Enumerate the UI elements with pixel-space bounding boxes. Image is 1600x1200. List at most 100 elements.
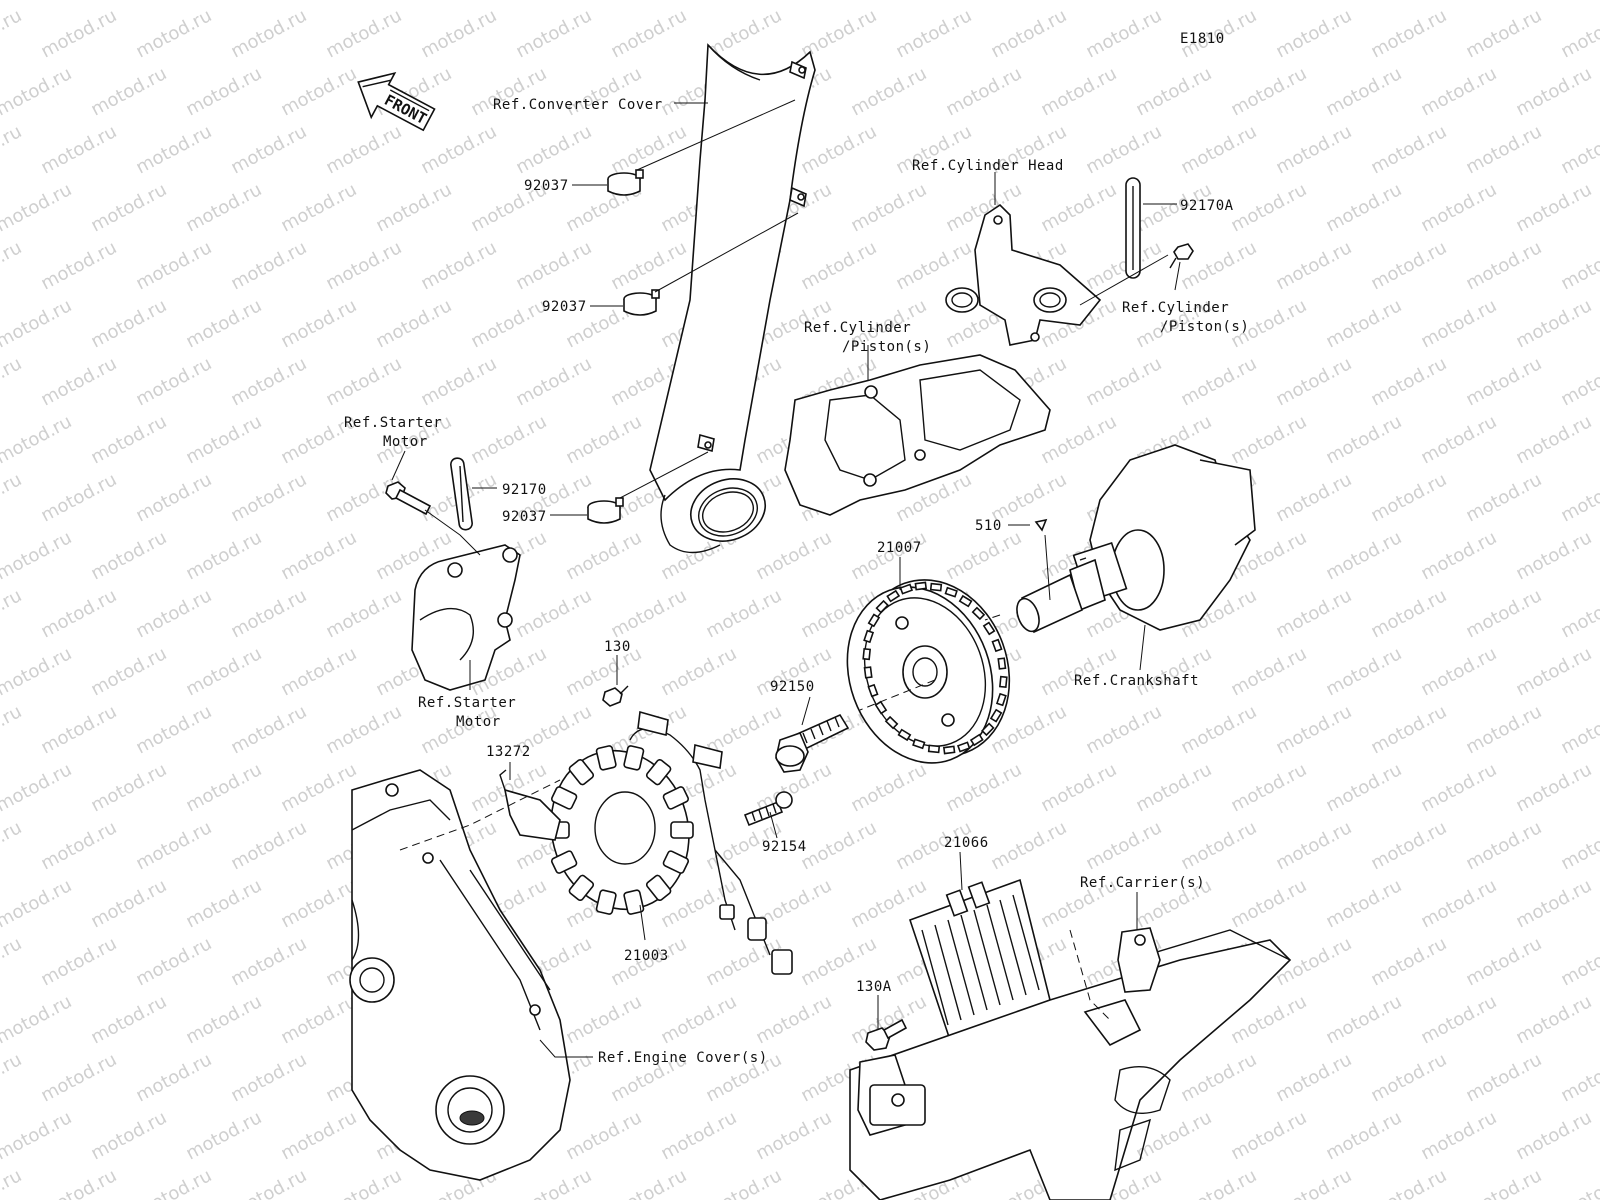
label-ref-starter-top-2[interactable]: Motor (383, 434, 428, 450)
bolt-130-drawing (602, 685, 629, 707)
label-21007[interactable]: 21007 (877, 540, 922, 556)
label-ref-converter-cover[interactable]: Ref.Converter Cover (493, 97, 663, 113)
watermark-text: motod.ru (0, 179, 75, 236)
watermark-text: motod.ru (1417, 179, 1500, 236)
watermark-text: motod.ru (1132, 63, 1215, 120)
label-92037-a[interactable]: 92037 (524, 178, 569, 194)
watermark-text: motod.ru (1132, 643, 1215, 700)
watermark-text: motod.ru (797, 237, 880, 294)
watermark-text: motod.ru (132, 237, 215, 294)
watermark-text: motod.ru (182, 527, 265, 584)
rotor-tooth (944, 586, 958, 598)
watermark-text: motod.ru (0, 991, 75, 1048)
watermark-text: motod.ru (607, 1165, 690, 1200)
label-ref-crankshaft[interactable]: Ref.Crankshaft (1074, 673, 1199, 689)
watermark-text: motod.ru (0, 701, 25, 758)
strap-92170-drawing (450, 457, 473, 531)
watermark-text: motod.ru (1367, 701, 1450, 758)
regulator-fin (934, 924, 962, 1021)
watermark-text: motod.ru (847, 0, 930, 4)
stator-pole (595, 745, 617, 771)
converter-cover-drawing (649, 43, 816, 554)
watermark-text: motod.ru (0, 585, 25, 642)
label-ref-starter-bot-1[interactable]: Ref.Starter (418, 695, 516, 711)
label-ref-cylinder-right-1[interactable]: Ref.Cylinder (1122, 300, 1229, 316)
label-21066[interactable]: 21066 (944, 835, 989, 851)
watermark-text: motod.ru (1557, 701, 1600, 758)
watermark-text: motod.ru (37, 817, 120, 874)
watermark-text: motod.ru (847, 63, 930, 120)
regulator-fin (921, 929, 949, 1026)
watermark-text: motod.ru (227, 5, 310, 62)
rotor-tooth (912, 738, 926, 750)
watermark-text: motod.ru (87, 179, 170, 236)
label-ref-starter-top-1[interactable]: Ref.Starter (344, 415, 442, 431)
label-ref-engine-cover[interactable]: Ref.Engine Cover(s) (598, 1050, 768, 1066)
watermark-text: motod.ru (1557, 1165, 1600, 1200)
watermark-text: motod.ru (1557, 353, 1600, 410)
watermark-text: motod.ru (1322, 759, 1405, 816)
watermark-text: motod.ru (1227, 759, 1310, 816)
label-510[interactable]: 510 (975, 518, 1002, 534)
watermark-text: motod.ru (1557, 817, 1600, 874)
watermark-text: motod.ru (322, 5, 405, 62)
watermark-text: motod.ru (1417, 759, 1500, 816)
watermark-text: motod.ru (1272, 585, 1355, 642)
label-92037-c[interactable]: 92037 (502, 509, 547, 525)
label-21003[interactable]: 21003 (624, 948, 669, 964)
watermark-text: motod.ru (227, 1165, 310, 1200)
watermark-text: motod.ru (1367, 933, 1450, 990)
watermark-text: motod.ru (1082, 121, 1165, 178)
rotor-tooth (867, 613, 881, 628)
label-ref-cylinder-mid-2[interactable]: /Piston(s) (842, 339, 931, 355)
watermark-text: motod.ru (277, 179, 360, 236)
label-ref-starter-bot-2[interactable]: Motor (456, 714, 501, 730)
watermark-text: motod.ru (182, 63, 265, 120)
watermark-text: motod.ru (1512, 179, 1595, 236)
watermark-text: motod.ru (1367, 469, 1450, 526)
label-92170a[interactable]: 92170A (1180, 198, 1234, 214)
watermark-text: motod.ru (132, 5, 215, 62)
watermark-text: motod.ru (847, 179, 930, 236)
watermark-text: motod.ru (0, 63, 75, 120)
watermark-text: motod.ru (132, 353, 215, 410)
engine-cover-drawing (349, 769, 571, 1181)
watermark-text: motod.ru (1417, 643, 1500, 700)
label-ref-cylinder-right-2[interactable]: /Piston(s) (1160, 319, 1249, 335)
label-92150[interactable]: 92150 (770, 679, 815, 695)
label-ref-carrier[interactable]: Ref.Carrier(s) (1080, 875, 1205, 891)
watermark-text: motod.ru (1462, 817, 1545, 874)
watermark-text: motod.ru (847, 759, 930, 816)
regulator-fin (999, 899, 1027, 996)
watermark-text: motod.ru (37, 5, 120, 62)
label-13272[interactable]: 13272 (486, 744, 531, 760)
label-ref-cylinder-head[interactable]: Ref.Cylinder Head (912, 158, 1064, 174)
stator-pole (623, 745, 645, 771)
label-92154[interactable]: 92154 (762, 839, 807, 855)
watermark-text: motod.ru (0, 237, 25, 294)
watermark-text: motod.ru (277, 1107, 360, 1164)
watermark-text: motod.ru (1462, 121, 1545, 178)
regulator-21066-drawing (908, 878, 1051, 1042)
watermark-text: motod.ru (1417, 875, 1500, 932)
watermark-text: motod.ru (1272, 469, 1355, 526)
watermark-text: motod.ru (1322, 0, 1405, 4)
label-92170[interactable]: 92170 (502, 482, 547, 498)
watermark-text: motod.ru (87, 1107, 170, 1164)
clamp-92037-c-drawing (587, 497, 624, 524)
watermark-text: motod.ru (1227, 179, 1310, 236)
front-arrow[interactable]: FRONT (347, 60, 441, 142)
label-ref-cylinder-mid-1[interactable]: Ref.Cylinder (804, 320, 911, 336)
watermark-text: motod.ru (372, 295, 455, 352)
rotor-tooth (989, 708, 1003, 723)
watermark-text: motod.ru (1417, 527, 1500, 584)
label-130[interactable]: 130 (604, 639, 631, 655)
watermark-text: motod.ru (132, 469, 215, 526)
watermark-text: motod.ru (132, 1049, 215, 1106)
label-92037-b[interactable]: 92037 (542, 299, 587, 315)
watermark-text: motod.ru (1082, 5, 1165, 62)
watermark-text: motod.ru (37, 1165, 120, 1200)
label-130a[interactable]: 130A (856, 979, 892, 995)
watermark-text: motod.ru (37, 701, 120, 758)
